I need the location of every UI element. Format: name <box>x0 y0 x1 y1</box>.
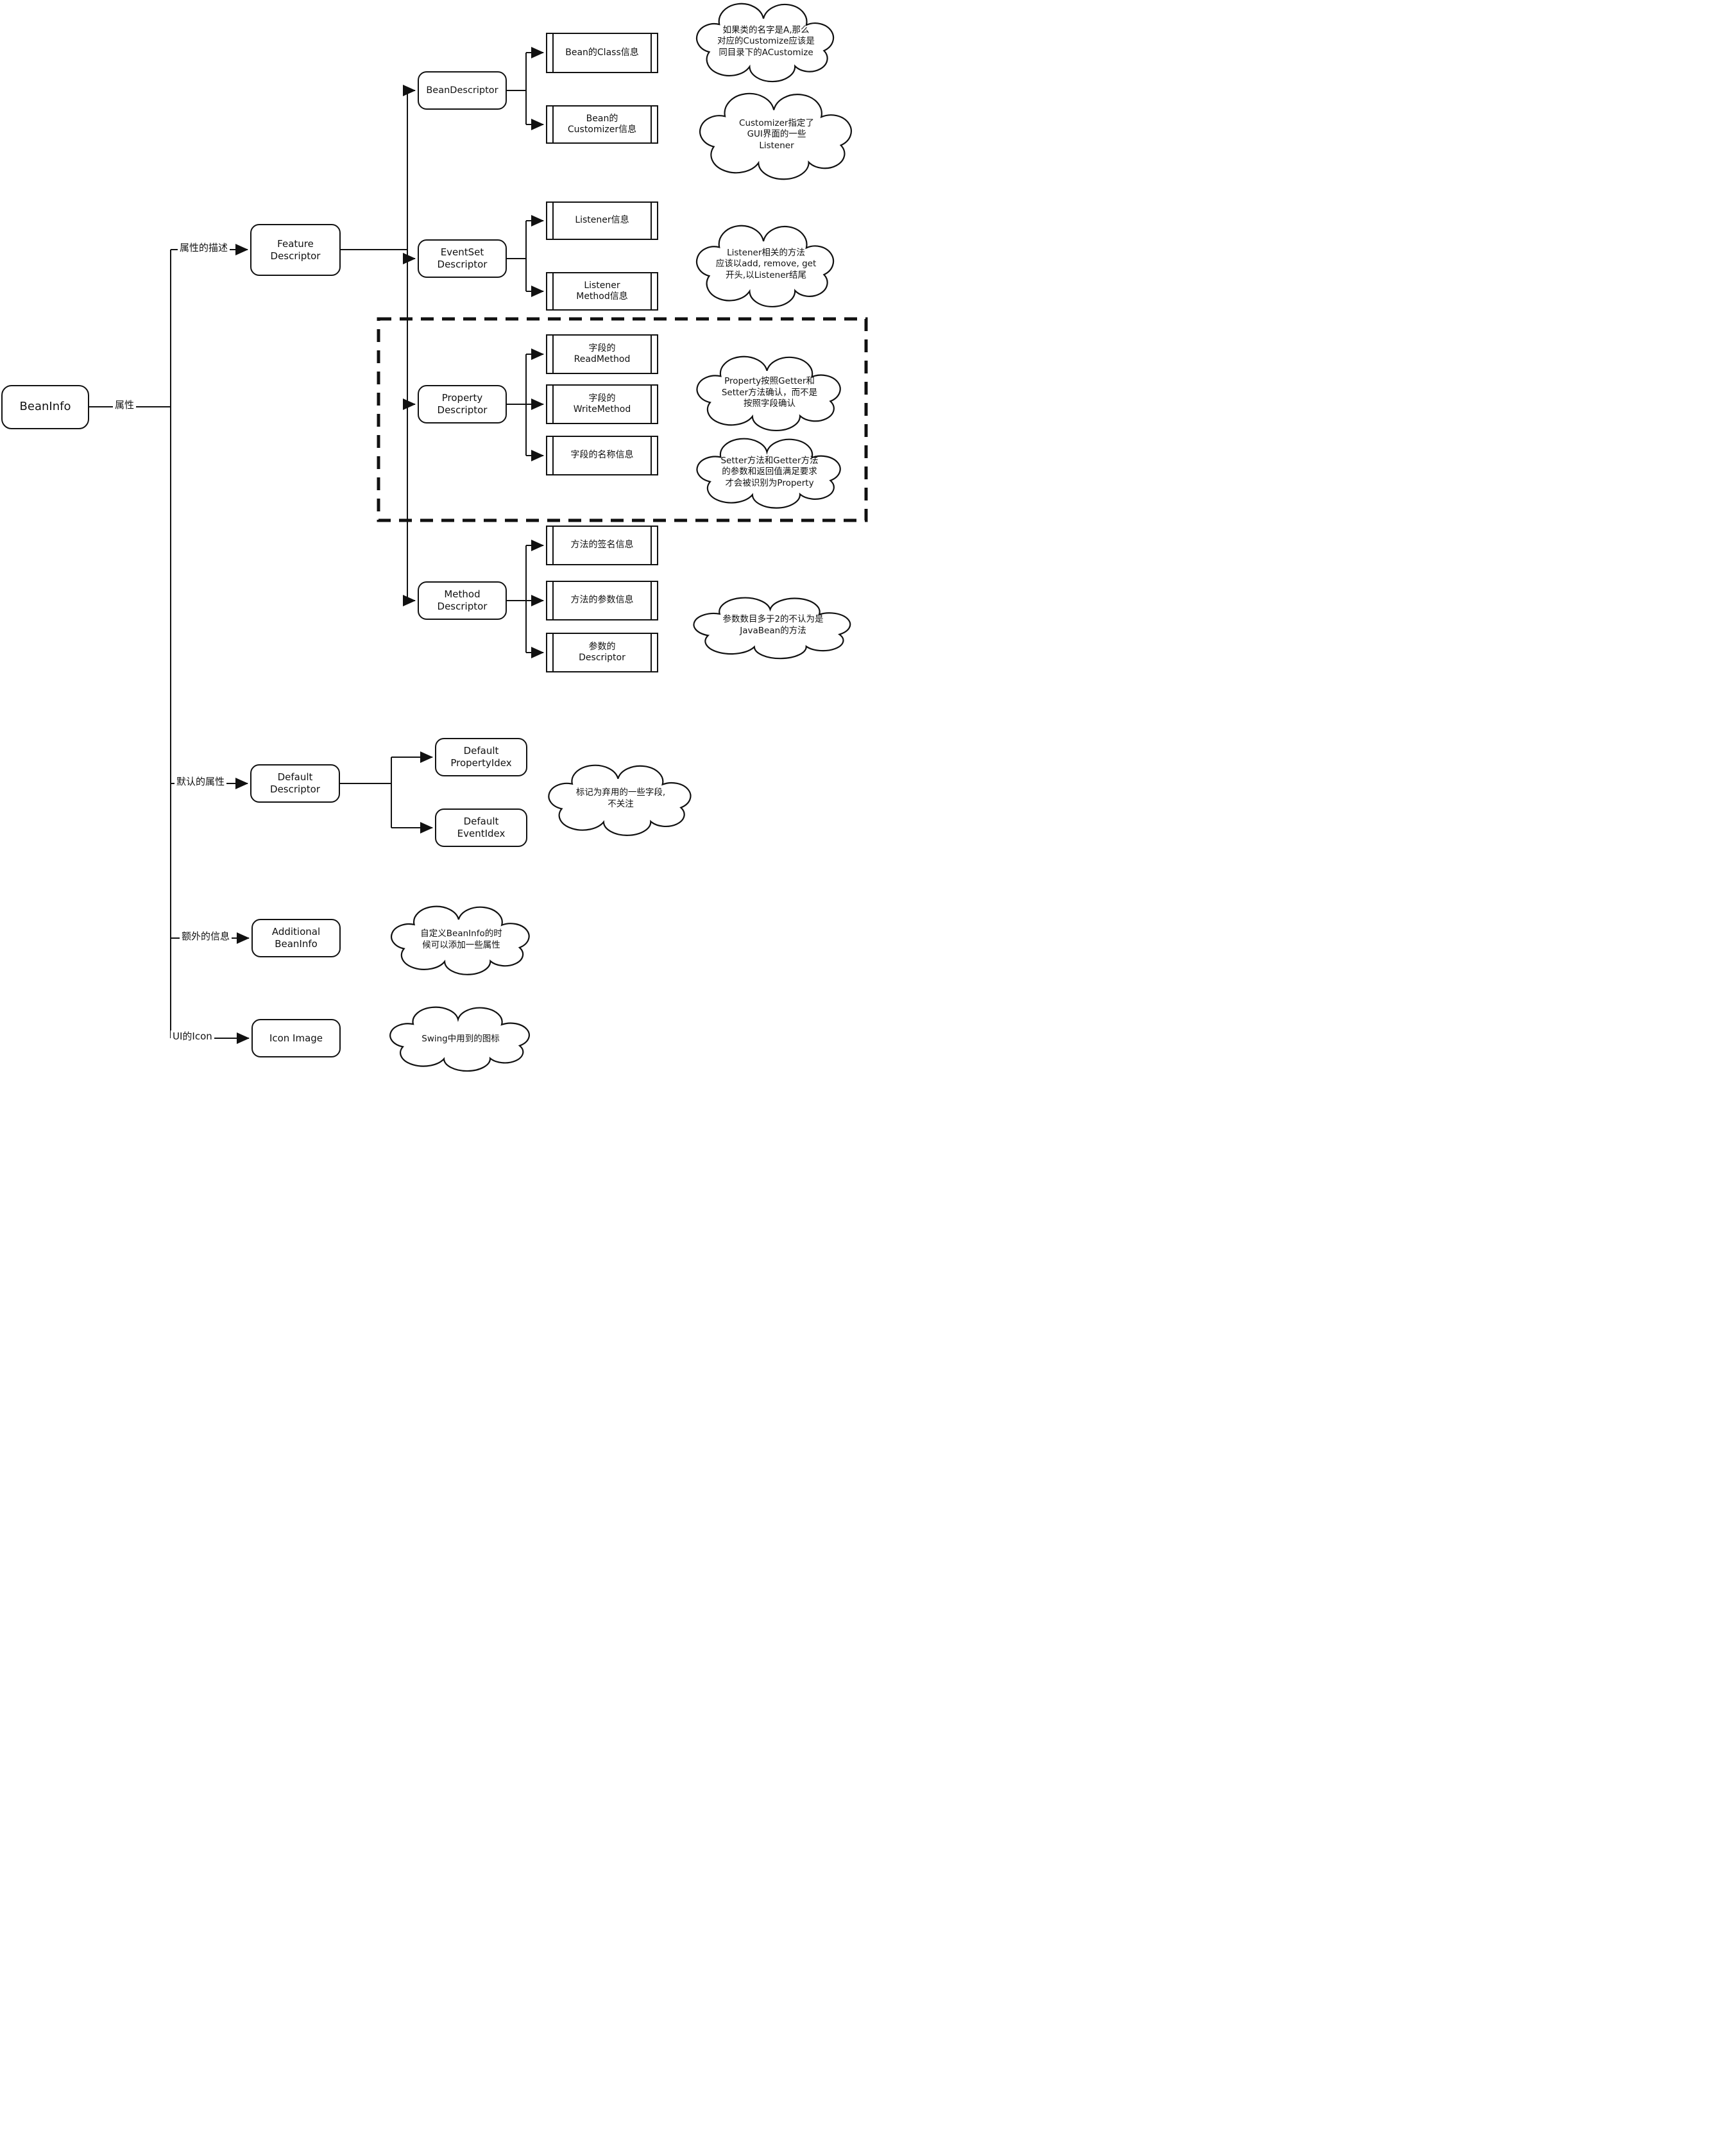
default-descriptor-node: Default Descriptor <box>250 764 340 803</box>
field-write-method-box: 字段的 WriteMethod <box>546 384 658 424</box>
method-param-info-box: 方法的参数信息 <box>546 581 658 620</box>
param-descriptor-box: 参数的 Descriptor <box>546 633 658 672</box>
tree-arrows <box>171 47 544 1044</box>
cloud-deprecated-fields: 标记为弃用的一些字段, 不关注 <box>575 787 666 809</box>
field-read-method-box: 字段的 ReadMethod <box>546 334 658 374</box>
bean-class-info-box: Bean的Class信息 <box>546 33 658 73</box>
cloud-property-confirm: Property按照Getter和 Setter方法确认，而不是 按照字段确认 <box>721 376 818 409</box>
default-property-idex-node: Default PropertyIdex <box>435 738 527 776</box>
cloud-setter-getter-requirement: Setter方法和Getter方法 的参数和返回值满足要求 才会被识别为Prop… <box>720 455 819 488</box>
cloud-swing-icon: Swing中用到的图标 <box>421 1034 500 1045</box>
cloud-customizer-gui: Customizer指定了 GUI界面的一些 Listener <box>739 117 814 151</box>
icon-image-node: Icon Image <box>251 1019 341 1057</box>
beaninfo-mindmap: BeanInfo 属性 属性的描述 Feature Descriptor Bea… <box>0 0 868 1074</box>
beaninfo-root-node: BeanInfo <box>1 385 89 429</box>
edge-label-additional-info: 额外的信息 <box>180 930 232 942</box>
property-emphasis-dashed-box <box>377 317 868 522</box>
cloud-param-count: 参数数目多于2的不认为是 JavaBean的方法 <box>722 614 824 636</box>
listener-method-info-box: Listener Method信息 <box>546 272 658 311</box>
additional-beaninfo-node: Additional BeanInfo <box>251 919 341 957</box>
cloud-listener-methods: Listener相关的方法 应该以add, remove, get 开头,以Li… <box>715 247 817 280</box>
eventset-descriptor-node: EventSet Descriptor <box>418 239 507 278</box>
listener-info-box: Listener信息 <box>546 201 658 240</box>
connector-layer <box>89 3 868 1072</box>
method-descriptor-node: Method Descriptor <box>418 581 507 620</box>
edge-label-ui-icon: UI的Icon <box>171 1031 214 1042</box>
method-signature-info-box: 方法的签名信息 <box>546 526 658 565</box>
edge-label-default-attribute: 默认的属性 <box>174 776 227 787</box>
bean-customizer-info-box: Bean的 Customizer信息 <box>546 105 658 144</box>
cloud-custom-beaninfo: 自定义BeanInfo的时 候可以添加一些属性 <box>420 928 502 950</box>
feature-descriptor-node: Feature Descriptor <box>250 224 341 276</box>
edge-label-attribute: 属性 <box>113 399 137 411</box>
property-descriptor-node: Property Descriptor <box>418 385 507 423</box>
default-event-idex-node: Default EventIdex <box>435 808 527 847</box>
tree-lines <box>89 53 527 1038</box>
field-name-info-box: 字段的名称信息 <box>546 436 658 475</box>
bean-descriptor-node: BeanDescriptor <box>418 71 507 110</box>
cloud-customize-naming: 如果类的名字是A,那么 对应的Customize应该是 同目录下的ACustom… <box>717 24 815 58</box>
edge-label-feature-description: 属性的描述 <box>178 242 230 253</box>
